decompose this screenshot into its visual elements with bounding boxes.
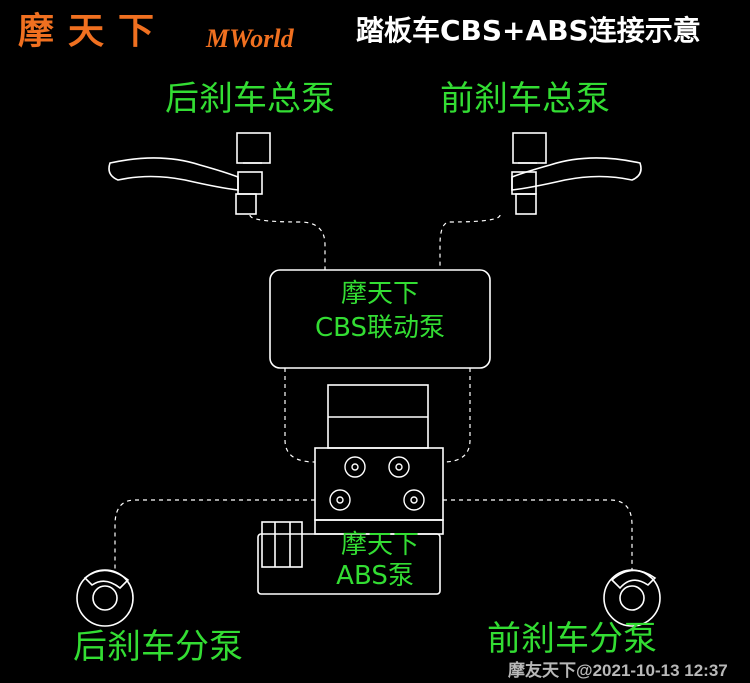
cbs-pump-box xyxy=(269,269,491,369)
hose-abs-to-front-caliper xyxy=(443,499,633,570)
cbs-label-line2: CBS联动泵 xyxy=(314,313,446,343)
logo-chinese: 摩天下 xyxy=(18,10,169,52)
abs-label-line1: 摩天下 xyxy=(340,530,419,560)
abs-label-line2: ABS泵 xyxy=(336,561,414,591)
abs-pump-drawing xyxy=(257,384,444,595)
front-caliper-disc xyxy=(603,569,661,627)
hose-cbs-to-abs-left xyxy=(284,368,316,463)
page-title: 踏板车CBS+ABS连接示意 xyxy=(356,14,701,47)
front-caliper-label: 前刹车分泵 xyxy=(487,619,657,659)
logo-english: MWorld xyxy=(206,24,294,53)
rear-brake-lever xyxy=(108,132,271,215)
watermark-timestamp: 摩友天下@2021-10-13 12:37 xyxy=(508,661,728,680)
front-brake-lever xyxy=(511,132,642,215)
rear-caliper-label: 后刹车分泵 xyxy=(73,627,243,667)
hose-abs-to-rear-caliper xyxy=(114,499,315,570)
rear-caliper-disc xyxy=(76,569,134,627)
rear-master-label: 后刹车总泵 xyxy=(165,79,335,119)
cbs-label-line1: 摩天下 xyxy=(340,279,419,309)
brake-hoses xyxy=(114,214,633,570)
hose-cbs-to-abs-right xyxy=(442,368,471,463)
hose-rear-master-to-cbs xyxy=(249,214,326,270)
front-master-label: 前刹车总泵 xyxy=(440,79,610,119)
hose-front-master-to-cbs xyxy=(439,214,501,270)
